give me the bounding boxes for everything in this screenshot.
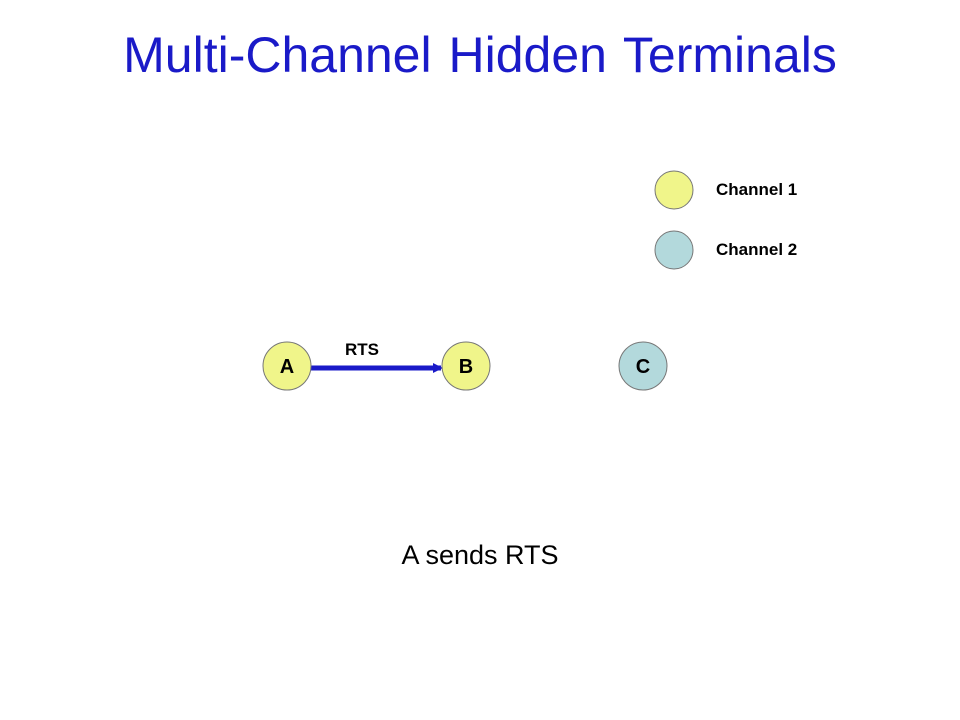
node-a: A bbox=[262, 341, 312, 391]
node-b-label: B bbox=[459, 356, 473, 378]
node-c-circle bbox=[618, 341, 668, 391]
slide-title: Multi-Channel Hidden Terminals bbox=[123, 27, 837, 83]
legend-label-channel-1: Channel 1 bbox=[716, 180, 798, 199]
legend-label-channel-2: Channel 2 bbox=[716, 240, 798, 259]
node-a-circle bbox=[262, 341, 312, 391]
legend-swatch-channel-2 bbox=[654, 230, 694, 270]
legend-swatch-channel-1 bbox=[654, 170, 694, 210]
node-b-circle bbox=[441, 341, 491, 391]
node-b: B bbox=[441, 341, 491, 391]
node-c: C bbox=[618, 341, 668, 391]
rts-arrow-label: RTS bbox=[345, 340, 379, 359]
caption: A sends RTS bbox=[401, 540, 559, 570]
node-c-label: C bbox=[636, 356, 650, 378]
node-a-label: A bbox=[280, 356, 294, 378]
